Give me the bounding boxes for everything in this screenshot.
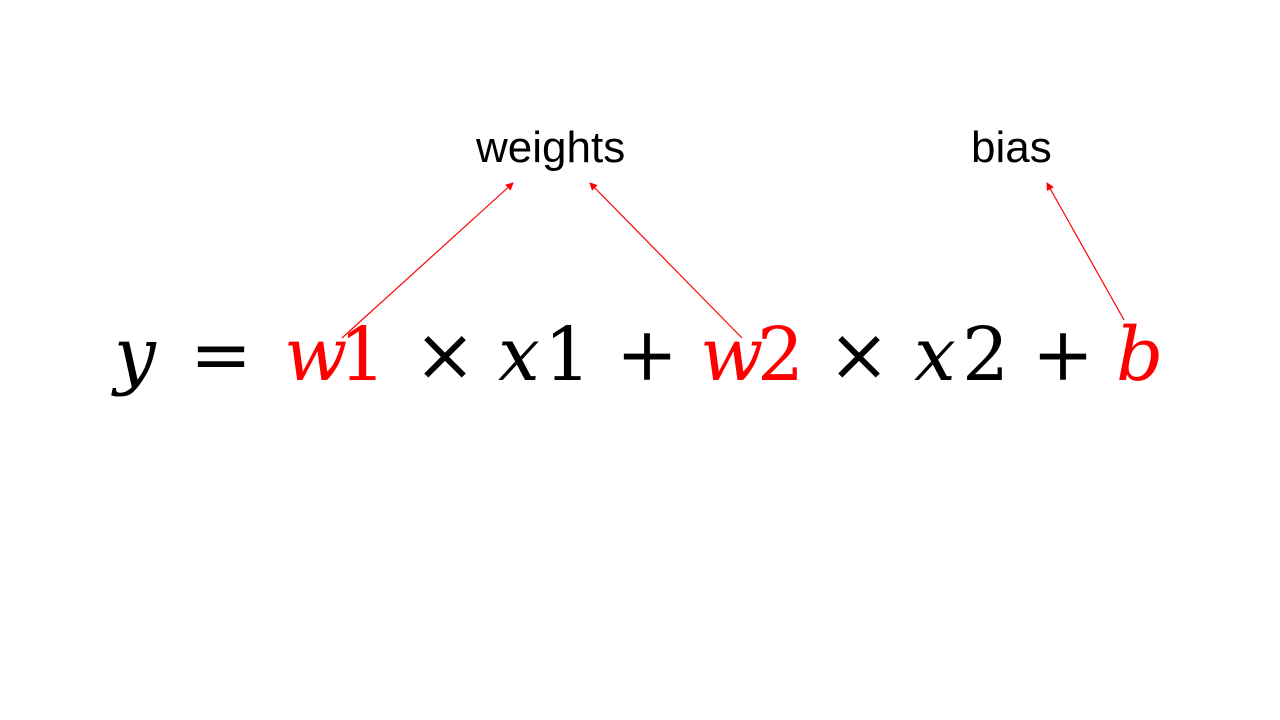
bias-label: bias [971,123,1052,172]
multiply-sign-2: × [828,312,891,398]
plus-sign-2: + [1032,312,1095,398]
arrow-b-to-bias [1046,182,1125,321]
bias-variable-b: b [1116,312,1164,398]
input-1-variable: x [498,312,540,398]
weights-label: weights [476,123,626,172]
input-2-index: 2 [962,312,1010,398]
weight-2-variable: w [700,312,764,398]
weight-1-variable: w [284,312,348,398]
weight-2-index: 2 [757,312,805,398]
input-2-variable: x [914,312,956,398]
output-variable-y: y [114,312,156,398]
plus-sign-1: + [616,312,679,398]
weight-1-index: 1 [339,312,387,398]
multiply-sign-1: × [414,312,477,398]
input-1-index: 1 [544,312,592,398]
equals-sign: = [190,312,253,398]
